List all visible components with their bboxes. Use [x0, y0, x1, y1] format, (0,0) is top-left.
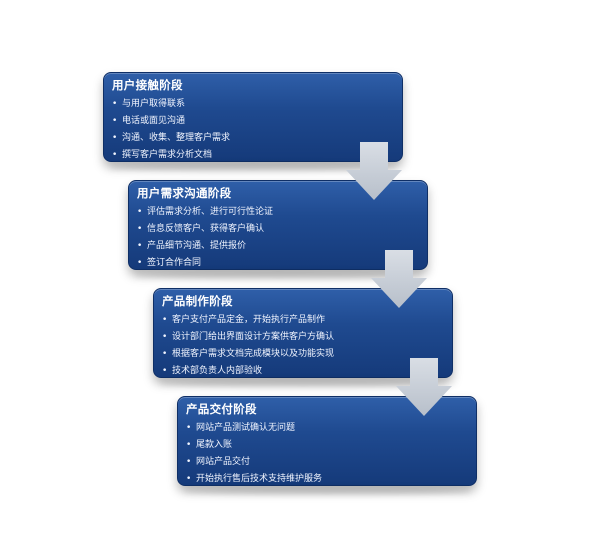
list-item: • 根据客户需求文档完成模块以及功能实现 [162, 346, 442, 363]
bullet-icon: • [186, 423, 192, 433]
bullet-icon: • [137, 241, 143, 251]
list-item: • 撰写客户需求分析文档 [112, 147, 392, 164]
list-item-text: 客户支付产品定金，开始执行产品制作 [172, 315, 326, 325]
list-item: • 沟通、收集、整理客户需求 [112, 130, 392, 147]
bullet-icon: • [186, 474, 192, 484]
list-item-text: 开始执行售后技术支持维护服务 [196, 474, 323, 484]
list-item-text: 沟通、收集、整理客户需求 [122, 133, 231, 143]
list-item-text: 网站产品交付 [196, 457, 251, 467]
stage-title: 产品交付阶段 [186, 402, 257, 416]
list-item: • 尾款入账 [186, 437, 466, 454]
stage-item-list: • 网站产品测试确认无问题 • 尾款入账 • 网站产品交付 • 开始执行售后技术支持维护… [186, 420, 466, 488]
list-item-text: 根据客户需求文档完成模块以及功能实现 [172, 349, 335, 359]
list-item-text: 产品细节沟通、提供报价 [147, 241, 247, 251]
list-item-text: 评估需求分析、进行可行性论证 [147, 207, 274, 217]
list-item: • 客户支付产品定金，开始执行产品制作 [162, 312, 442, 329]
list-item-text: 与用户取得联系 [122, 99, 186, 109]
bullet-icon: • [112, 133, 118, 143]
list-item: • 网站产品测试确认无问题 [186, 420, 466, 437]
bullet-icon: • [186, 440, 192, 450]
down-arrow-icon [371, 250, 427, 308]
list-item-text: 网站产品测试确认无问题 [196, 423, 296, 433]
bullet-icon: • [162, 349, 168, 359]
list-item: • 信息反馈客户、获得客户确认 [137, 221, 417, 238]
bullet-icon: • [112, 150, 118, 160]
stage-box-user-contact: 用户接触阶段 • 与用户取得联系 • 电话或面见沟通 • 沟通、收集、整理客户需求 •… [103, 72, 403, 162]
down-arrow-icon [396, 358, 452, 416]
list-item: • 产品细节沟通、提供报价 [137, 238, 417, 255]
bullet-icon: • [112, 99, 118, 109]
list-item-text: 设计部门给出界面设计方案供客户方确认 [172, 332, 335, 342]
list-item-text: 撰写客户需求分析文档 [122, 150, 213, 160]
stage-item-list: • 与用户取得联系 • 电话或面见沟通 • 沟通、收集、整理客户需求 • 撰写客户需求分… [112, 96, 392, 164]
bullet-icon: • [137, 258, 143, 268]
list-item: • 签订合作合同 [137, 255, 417, 272]
stage-title: 产品制作阶段 [162, 294, 233, 308]
list-item-text: 尾款入账 [196, 440, 233, 450]
list-item: • 设计部门给出界面设计方案供客户方确认 [162, 329, 442, 346]
stage-title: 用户需求沟通阶段 [137, 186, 232, 200]
down-arrow-icon [346, 142, 402, 200]
list-item-text: 电话或面见沟通 [122, 116, 186, 126]
bullet-icon: • [137, 207, 143, 217]
list-item: • 技术部负责人内部验收 [162, 363, 442, 380]
stage-item-list: • 评估需求分析、进行可行性论证 • 信息反馈客户、获得客户确认 • 产品细节沟通、提… [137, 204, 417, 272]
bullet-icon: • [162, 332, 168, 342]
list-item: • 电话或面见沟通 [112, 113, 392, 130]
stage-title: 用户接触阶段 [112, 78, 183, 92]
list-item: • 网站产品交付 [186, 454, 466, 471]
bullet-icon: • [137, 224, 143, 234]
list-item: • 开始执行售后技术支持维护服务 [186, 471, 466, 488]
list-item-text: 技术部负责人内部验收 [172, 366, 263, 376]
bullet-icon: • [162, 366, 168, 376]
list-item: • 评估需求分析、进行可行性论证 [137, 204, 417, 221]
list-item-text: 签订合作合同 [147, 258, 202, 268]
bullet-icon: • [112, 116, 118, 126]
stage-box-requirement-communication: 用户需求沟通阶段 • 评估需求分析、进行可行性论证 • 信息反馈客户、获得客户确认 … [128, 180, 428, 270]
list-item: • 与用户取得联系 [112, 96, 392, 113]
stage-item-list: • 客户支付产品定金，开始执行产品制作 • 设计部门给出界面设计方案供客户方确认 •… [162, 312, 442, 380]
bullet-icon: • [186, 457, 192, 467]
bullet-icon: • [162, 315, 168, 325]
list-item-text: 信息反馈客户、获得客户确认 [147, 224, 265, 234]
